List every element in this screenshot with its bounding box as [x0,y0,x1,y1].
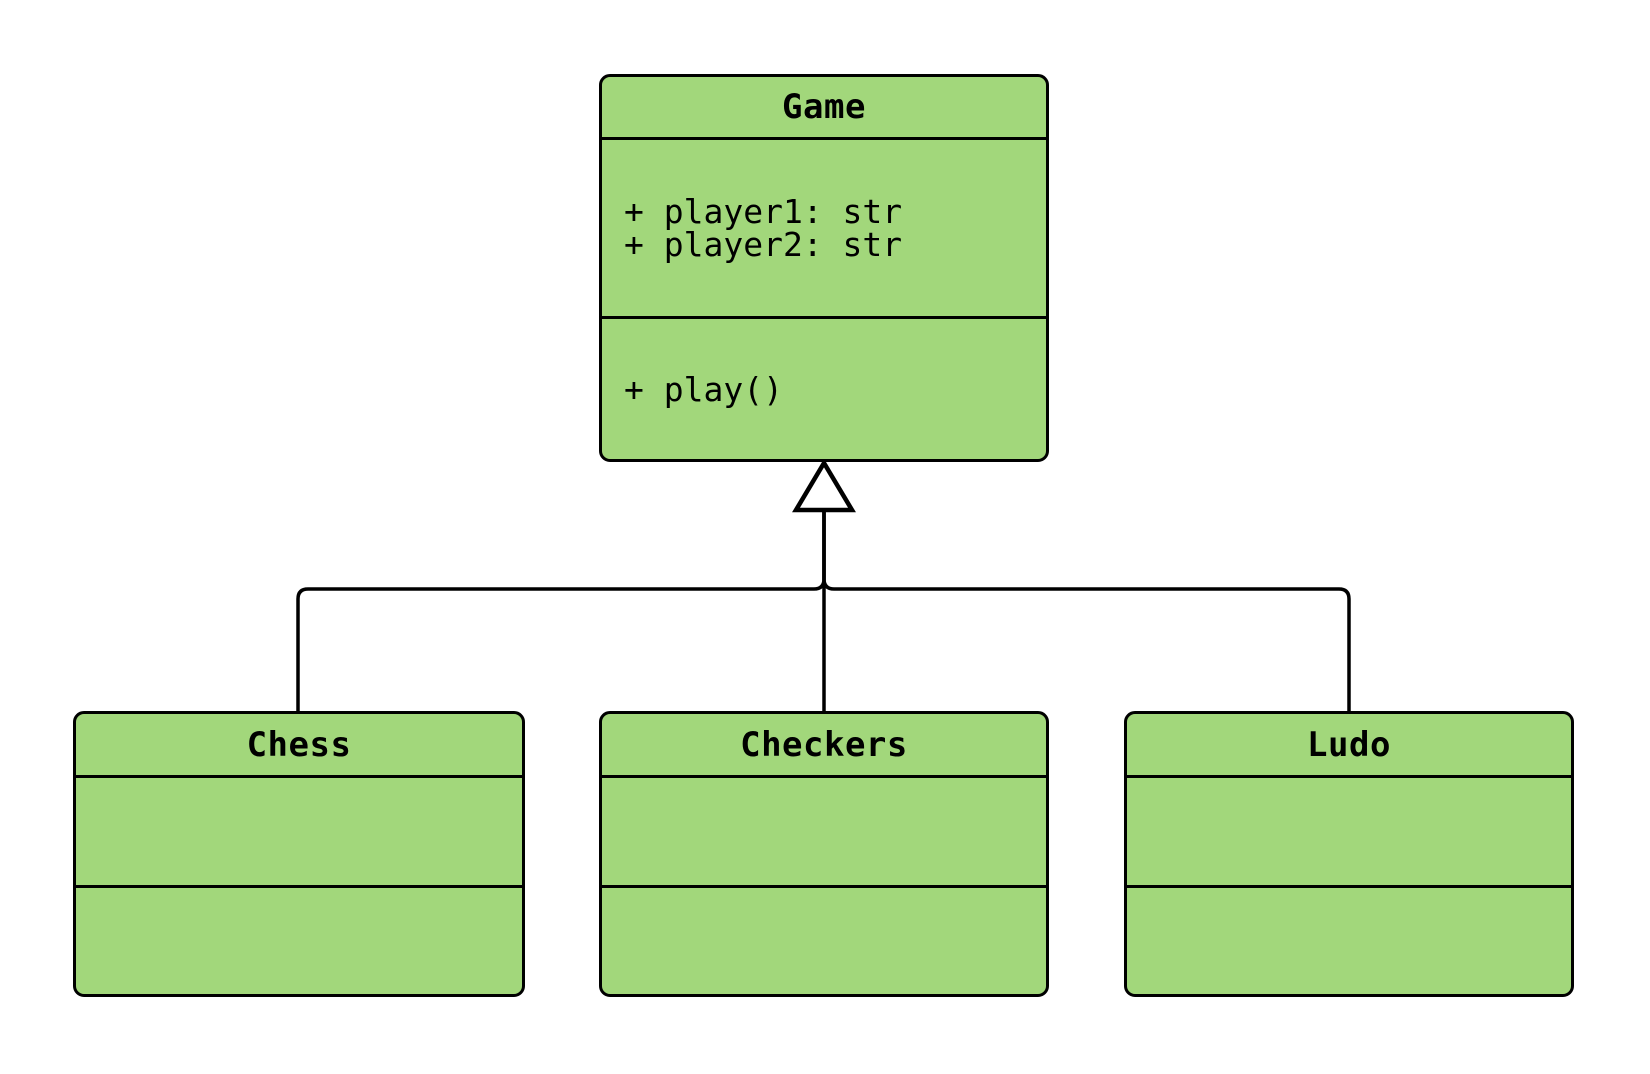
class-methods: + play() [602,316,1046,459]
class-box-game: Game + player1: str + player2: str + pla… [599,74,1049,462]
inheritance-triangle-icon [792,458,856,513]
class-attributes [1127,775,1571,885]
class-title: Chess [246,724,352,765]
attribute-line: + player1: str [624,192,903,231]
class-methods [602,885,1046,994]
attribute-line: + player2: str [624,225,903,264]
class-box-chess: Chess [73,711,525,997]
class-header: Game [602,77,1046,137]
class-title: Game [782,87,866,127]
class-methods [1127,885,1571,994]
class-box-checkers: Checkers [599,711,1049,997]
class-attributes [76,775,522,885]
edge-chess-to-game [296,506,826,713]
class-attributes [602,775,1046,885]
class-box-ludo: Ludo [1124,711,1574,997]
class-header: Checkers [602,714,1046,775]
class-methods [76,885,522,994]
class-attributes: + player1: str + player2: str [602,137,1046,316]
class-header: Chess [76,714,522,775]
class-title: Checkers [740,724,908,765]
class-header: Ludo [1127,714,1571,775]
edge-ludo-to-game [822,506,1351,713]
method-line: + play() [624,369,783,409]
class-title: Ludo [1307,724,1391,765]
